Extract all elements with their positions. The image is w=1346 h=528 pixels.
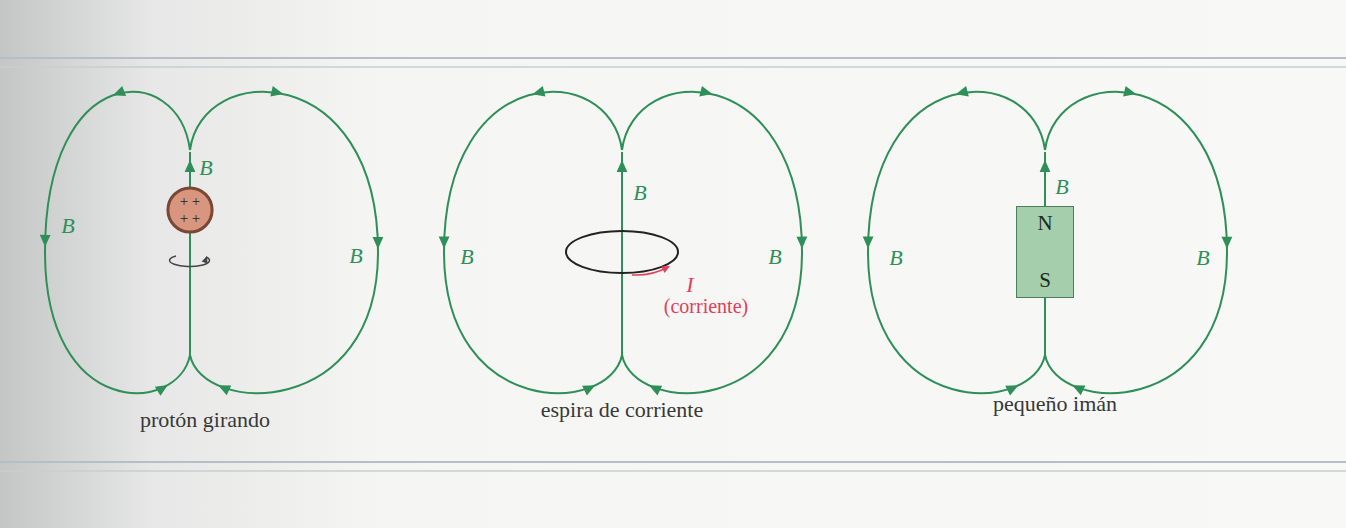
panel-caption: pequeño imán — [993, 392, 1117, 416]
rule-line — [0, 461, 1346, 463]
charge-sign: + + — [180, 194, 201, 209]
arrow-head — [40, 235, 51, 247]
field-label: B — [768, 245, 781, 269]
charge-sign: + + — [180, 211, 201, 226]
panel-caption: espira de corriente — [541, 398, 703, 422]
arrow-head — [582, 380, 598, 395]
field-axis — [621, 152, 623, 355]
field-label: B — [61, 214, 74, 238]
pole-letter: S — [1039, 270, 1051, 291]
arrow-head — [699, 86, 713, 99]
arrow-head — [661, 263, 671, 273]
rule-line — [0, 57, 1346, 59]
field-axis — [189, 152, 191, 355]
current-symbol: I — [686, 273, 693, 297]
field-label: B — [1055, 175, 1068, 199]
arrow-head — [863, 236, 874, 248]
field-line — [444, 92, 622, 393]
rule-line — [0, 470, 1346, 472]
arrow-head — [270, 86, 284, 99]
current-label: (corriente) — [664, 295, 748, 317]
current-loop — [566, 231, 678, 275]
arrow-head — [155, 380, 171, 395]
rule-line — [0, 66, 1346, 68]
pole-letter: N — [1037, 213, 1052, 234]
proton-circle: + + + + — [167, 187, 213, 233]
spin-arrow — [170, 255, 210, 266]
field-label: B — [633, 181, 646, 205]
arrow-head — [185, 160, 196, 172]
field-label: B — [460, 245, 473, 269]
field-lines — [863, 86, 1233, 395]
magnet-bar: NS — [1016, 206, 1074, 298]
arrow-head — [1221, 237, 1232, 249]
field-lines — [439, 86, 808, 395]
arrow-head — [1040, 160, 1051, 172]
field-lines — [40, 86, 384, 396]
arrow-head — [954, 86, 968, 99]
arrow-head — [216, 380, 231, 395]
field-label: B — [1196, 246, 1209, 270]
panel-caption: protón girando — [140, 408, 270, 432]
arrow-head — [202, 255, 210, 264]
field-label: B — [199, 156, 212, 180]
field-line — [190, 92, 378, 393]
arrow-head — [617, 160, 628, 172]
arrow-head — [111, 86, 126, 100]
field-line — [622, 92, 802, 393]
wire-loop — [566, 231, 678, 273]
arrow-head — [647, 380, 663, 395]
arrow-head — [531, 86, 545, 99]
arrow-head — [439, 236, 450, 248]
field-label: B — [889, 246, 902, 270]
field-label: B — [349, 244, 362, 268]
arrow-head — [796, 237, 807, 249]
field-line — [45, 92, 190, 393]
arrow-head — [1123, 86, 1137, 99]
proton-shape — [168, 188, 212, 232]
arrow-head — [373, 237, 384, 249]
